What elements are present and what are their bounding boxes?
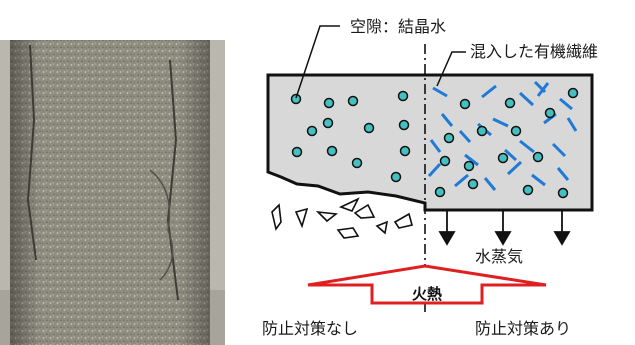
fire-heat-arrow xyxy=(307,264,547,305)
void-leader-line xyxy=(295,25,340,99)
with-countermeasure-label: 防止対策あり xyxy=(475,319,571,338)
concrete-block xyxy=(266,73,594,212)
spalled-fragments xyxy=(271,197,413,239)
fiber-leader-line xyxy=(436,51,466,87)
organic-fiber-label: 混入した有機繊維 xyxy=(470,42,598,61)
steam-label: 水蒸気 xyxy=(475,247,523,266)
voids xyxy=(290,87,579,199)
void-crystal-water-label: 空隙：結晶水 xyxy=(350,17,446,36)
concrete-column-photo xyxy=(0,40,225,345)
fire-heat-label: 火熱 xyxy=(412,285,442,303)
no-countermeasure-label: 防止対策なし xyxy=(262,319,358,338)
steam-arrows xyxy=(438,210,571,246)
